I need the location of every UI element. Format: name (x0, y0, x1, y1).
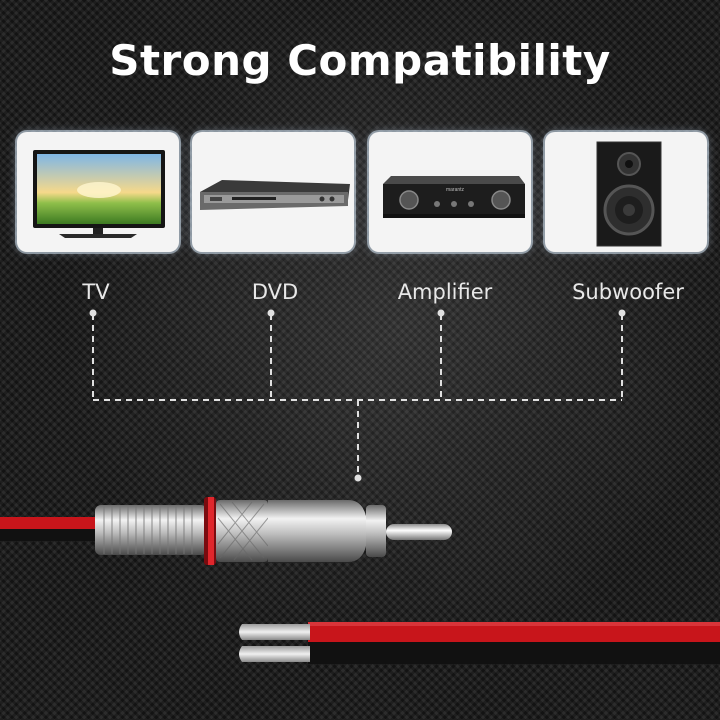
page-title: Strong Compatibility (109, 36, 611, 85)
subwoofer-icon (596, 141, 662, 247)
device-label-tv: TV (82, 280, 110, 304)
amplifier-icon: marantz (383, 176, 525, 218)
speaker-wire (239, 622, 720, 664)
device-label-subwoofer: Subwoofer (572, 280, 684, 304)
tv-icon (33, 150, 165, 238)
device-card-tv (17, 132, 179, 252)
dashed-connector-lines (92, 314, 623, 478)
device-label-dvd: DVD (251, 280, 299, 304)
device-card-dvd (192, 132, 354, 252)
device-card-amplifier: marantz (369, 132, 531, 252)
amplifier-brand: marantz (446, 187, 465, 193)
rca-cable (0, 517, 110, 541)
device-card-subwoofer (545, 132, 707, 252)
dvd-player-icon (200, 180, 350, 210)
connector-dots (89, 309, 626, 482)
rca-plug (95, 497, 452, 565)
device-label-amplifier: Amplifier (397, 280, 493, 304)
